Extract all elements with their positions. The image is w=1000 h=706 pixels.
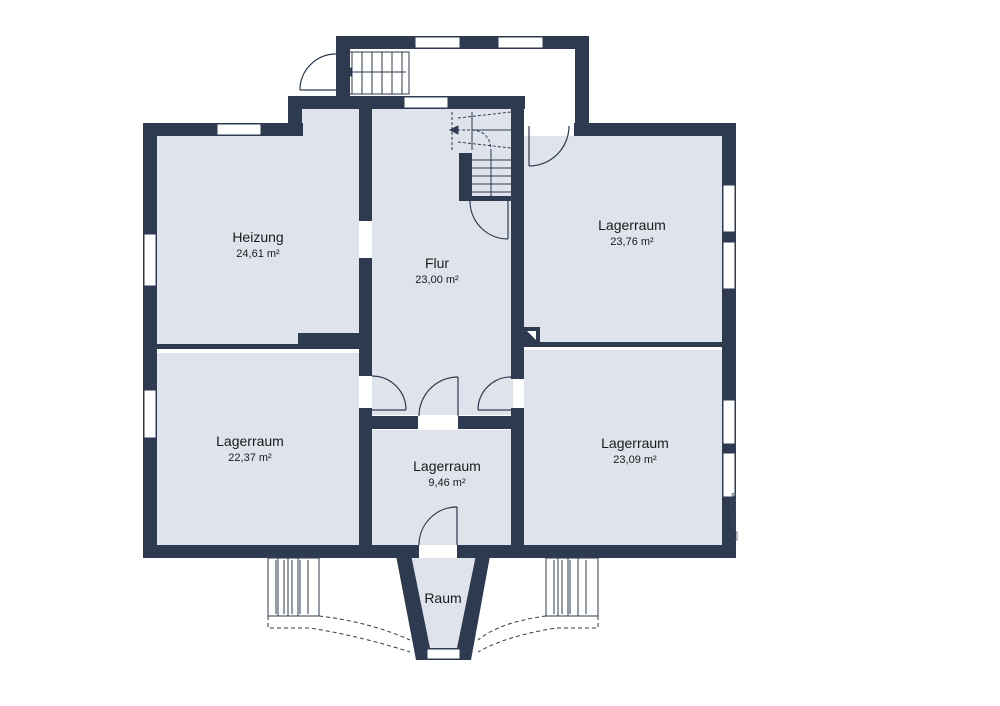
window-heizung-west [143,233,157,287]
wall-sw-center [359,408,372,558]
room-area-heizung: 24,61 m² [236,248,280,260]
room-area-lagerraum-sw: 22,37 m² [228,452,272,464]
window-ne-east-1 [722,184,736,233]
wall-raum-left [394,545,430,660]
room-name-raum: Raum [424,590,461,606]
window-se-east-2 [722,452,736,498]
window-vestibule-2 [497,36,544,49]
brand-logo: ImmOffice [728,492,738,541]
wall-west [143,123,157,558]
door-center-raum [418,506,458,546]
wall-raum-right [457,545,492,660]
wall-heizung-flur-lower [359,258,372,376]
floor-lagerraum-sw [157,353,359,545]
window-heizung-north [216,123,262,136]
room-labels: Heizung 24,61 m² Flur 23,00 m² Lagerraum… [216,217,669,606]
room-name-lagerraum-sw: Lagerraum [216,433,284,449]
window-ne-east-2 [722,241,736,290]
wall-flur-center-left [372,416,418,429]
wall-flur-center-right [458,416,511,429]
room-name-lagerraum-se: Lagerraum [601,435,669,451]
floor-areas [157,49,722,648]
walls [143,36,736,660]
window-sw-west [143,389,157,439]
wall-heizung-sw [157,344,359,349]
internal-stairs [448,111,512,201]
door-stair [469,200,509,240]
wall-stair-left [459,153,472,201]
wall-north-east [574,123,736,136]
terrace-outline [267,615,599,653]
wall-south-east [457,545,736,558]
room-name-flur: Flur [425,255,449,271]
door-flur-center [418,376,459,417]
floor-raum [409,558,478,648]
wall-heizung-flur-upper [359,109,372,221]
wall-flur-east-lower [511,408,524,558]
room-name-heizung: Heizung [232,229,283,245]
room-area-lagerraum-se: 23,09 m² [613,454,657,466]
room-area-flur: 23,00 m² [415,274,459,286]
wall-flur-east-upper [511,109,524,379]
door-flur-sw [371,375,407,411]
window-se-east-1 [722,399,736,445]
door-ne [528,125,570,167]
window-flur-north [403,96,449,109]
room-name-lagerraum-ne: Lagerraum [598,217,666,233]
wall-ne-se [524,342,722,347]
window-raum-south [426,648,461,660]
door-flur-se [477,376,512,411]
door-entry [299,53,337,91]
floor-lagerraum-se [524,350,722,545]
exterior-stairs-left [267,557,320,617]
wall-vestibule-top [336,36,589,49]
floor-heizung [157,136,359,346]
windows [143,36,736,660]
wall-stair-bottom [459,196,511,201]
floor-heizung-top [300,109,359,139]
window-vestibule-1 [414,36,461,49]
vestibule-stairs [341,51,410,95]
exterior-stairs-right [545,557,599,617]
room-name-lagerraum-center: Lagerraum [413,458,481,474]
room-area-lagerraum-ne: 23,76 m² [610,236,654,248]
wall-south-west [143,545,419,558]
floor-lagerraum-center [372,430,513,545]
wall-heizung-block [298,333,359,349]
wall-vestibule-right [575,36,589,136]
chimney-mark [527,331,536,340]
room-area-lagerraum-center: 9,46 m² [428,477,466,489]
house-logo-icon [728,531,738,541]
floor-lagerraum-ne [524,136,722,343]
brand-text: ImmOffice [729,492,738,529]
doors [299,53,570,546]
